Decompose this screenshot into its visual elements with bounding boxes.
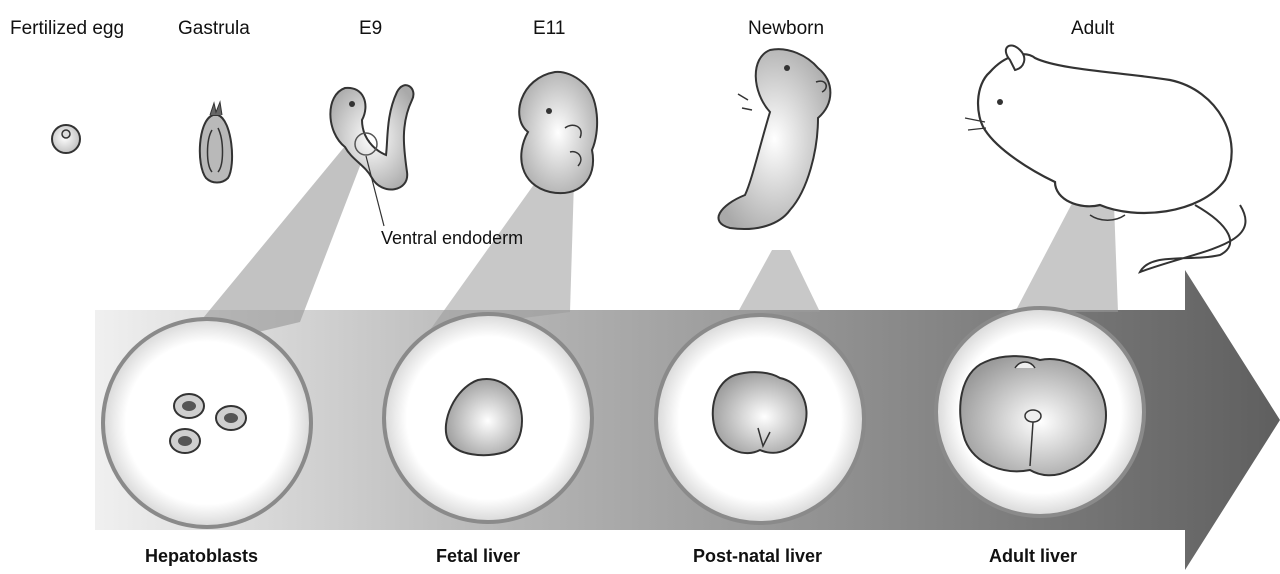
liver-label-postnatal-liver: Post-natal liver: [693, 546, 822, 567]
stage-label-e9: E9: [359, 18, 382, 40]
stage-label-adult: Adult: [1071, 18, 1114, 40]
stage-label-newborn: Newborn: [748, 18, 824, 40]
stage-label-fertilized-egg: Fertilized egg: [10, 18, 124, 40]
stage-label-gastrula: Gastrula: [178, 18, 250, 40]
liver-label-fetal-liver: Fetal liver: [436, 546, 520, 567]
hepatoblast-circle: [103, 319, 311, 527]
cone-newborn: [738, 250, 820, 312]
liver-label-hepatoblasts: Hepatoblasts: [145, 546, 258, 567]
postnatal-liver-icon: [713, 372, 807, 453]
stage-label-e11: E11: [533, 18, 565, 40]
newborn-mouse-icon: [718, 49, 830, 229]
gastrula-icon: [200, 102, 232, 183]
adult-liver-icon: [960, 356, 1106, 475]
ventral-endoderm-label: Ventral endoderm: [381, 228, 523, 249]
e11-embryo-icon: [519, 72, 597, 193]
liver-label-adult-liver: Adult liver: [989, 546, 1077, 567]
fertilized-egg-icon: [52, 125, 80, 153]
